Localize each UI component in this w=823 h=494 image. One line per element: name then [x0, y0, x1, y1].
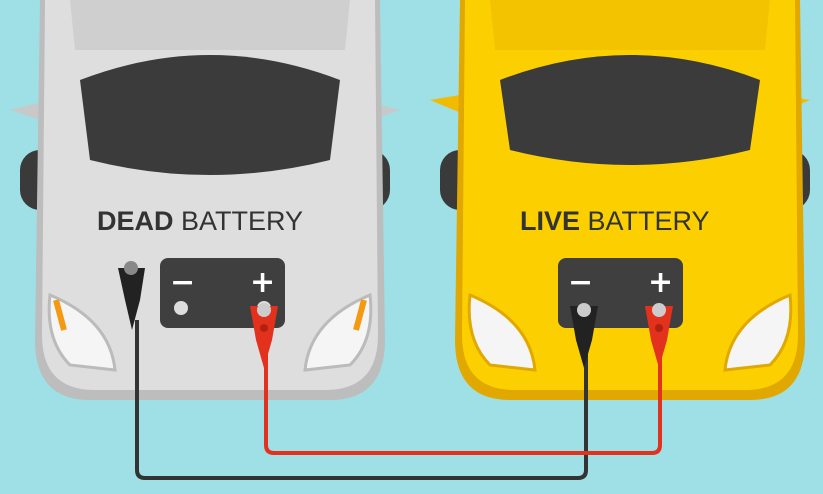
red-clamp-dead: [250, 303, 278, 368]
headlight-right: [723, 292, 793, 372]
negative-terminal: [174, 301, 188, 315]
dead-car: DEAD BATTERY − +: [10, 0, 400, 400]
red-jumper-cable: [264, 340, 662, 455]
headlight-right: [303, 292, 373, 372]
plus-terminal-label: +: [648, 265, 673, 300]
black-clamp-dead: [118, 261, 145, 330]
minus-terminal-label: −: [170, 265, 195, 300]
black-jumper-cable: [135, 320, 588, 480]
black-clamp-live: [570, 303, 598, 368]
windshield: [500, 55, 760, 165]
red-clamp-live: [645, 303, 673, 368]
live-car: LIVE BATTERY − +: [430, 0, 810, 400]
windshield: [80, 55, 340, 175]
dead-battery-label: DEAD BATTERY: [97, 206, 303, 236]
minus-terminal-label: −: [568, 265, 593, 300]
headlight-left: [47, 292, 117, 372]
headlight-left: [467, 292, 537, 372]
plus-terminal-label: +: [250, 265, 275, 300]
live-battery-label: LIVE BATTERY: [520, 206, 710, 236]
